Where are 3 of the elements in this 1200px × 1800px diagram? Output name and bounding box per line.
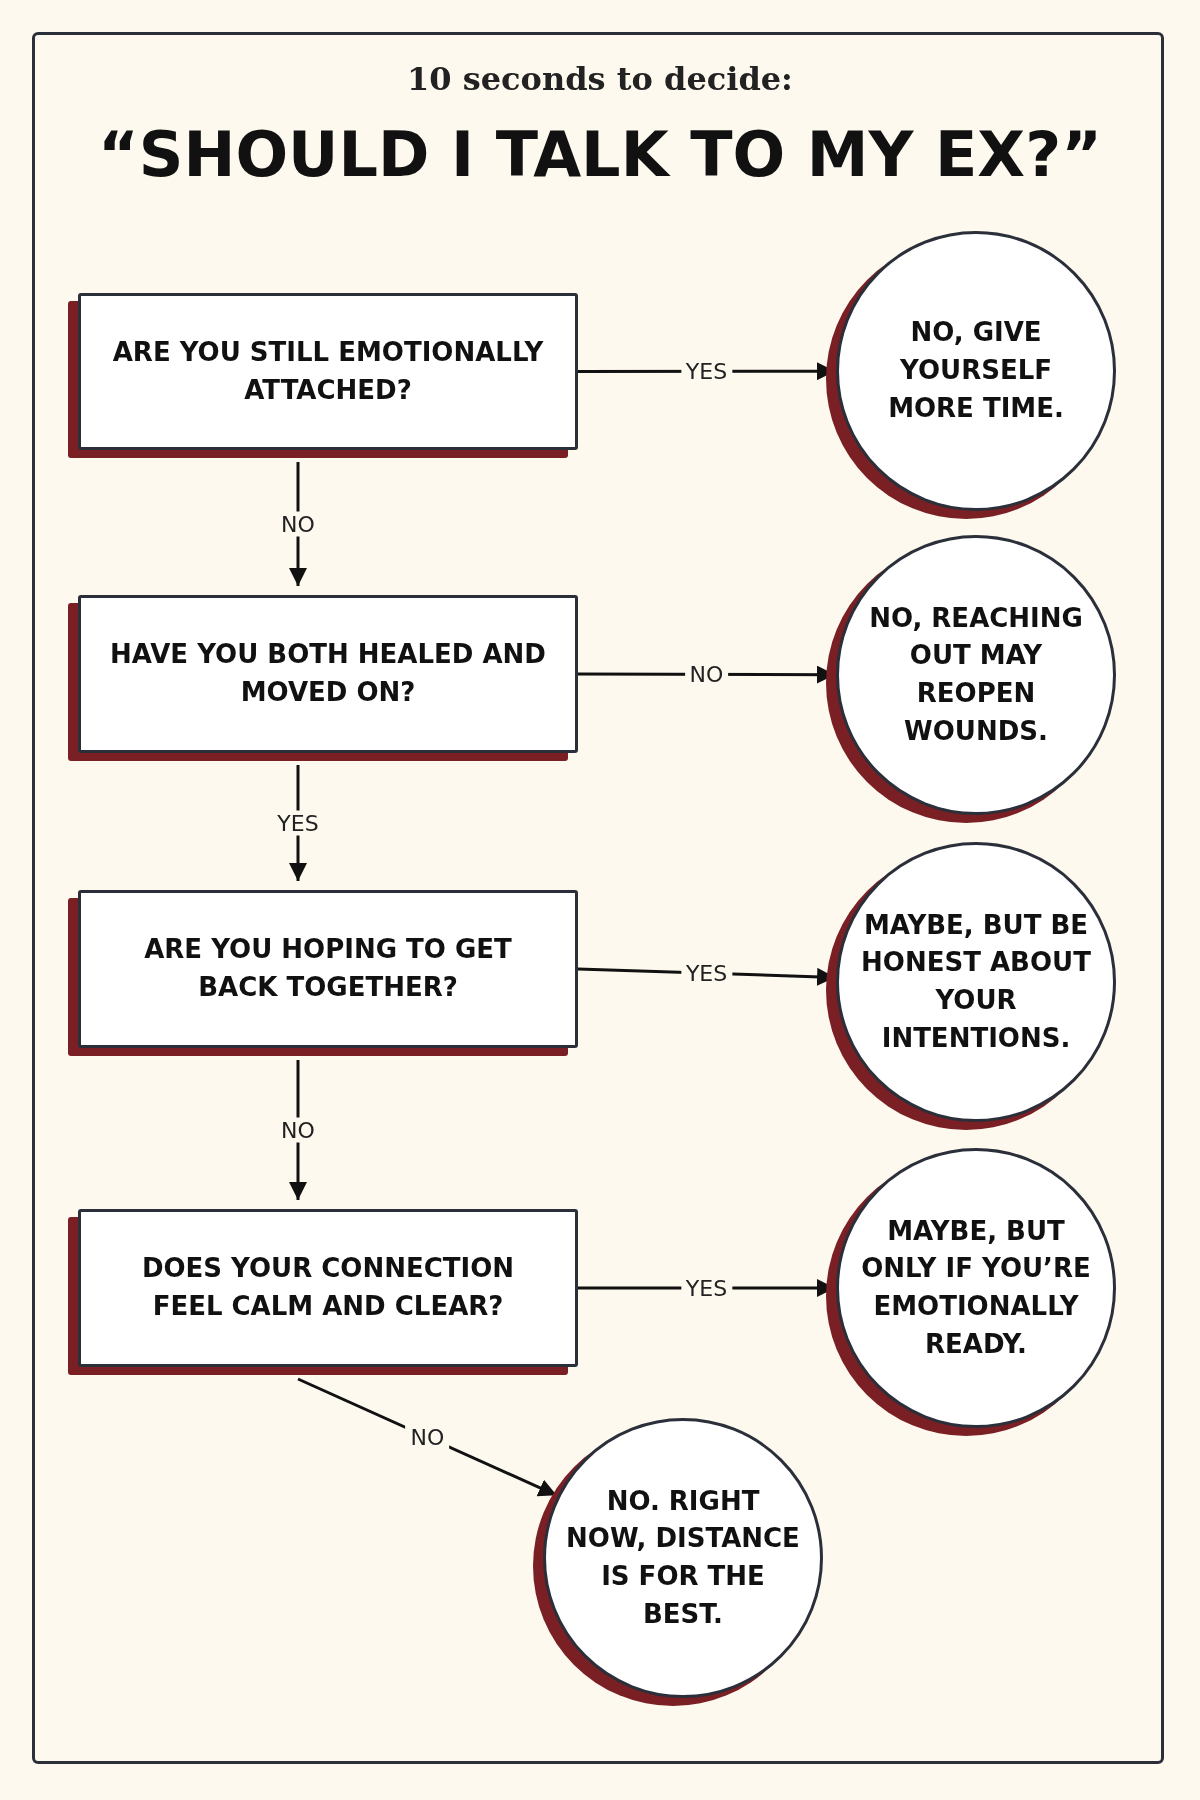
title: “SHOULD I TALK TO MY EX?”	[98, 118, 1102, 191]
edge-label: NO	[405, 1424, 450, 1450]
subtitle: 10 seconds to decide:	[406, 60, 794, 98]
